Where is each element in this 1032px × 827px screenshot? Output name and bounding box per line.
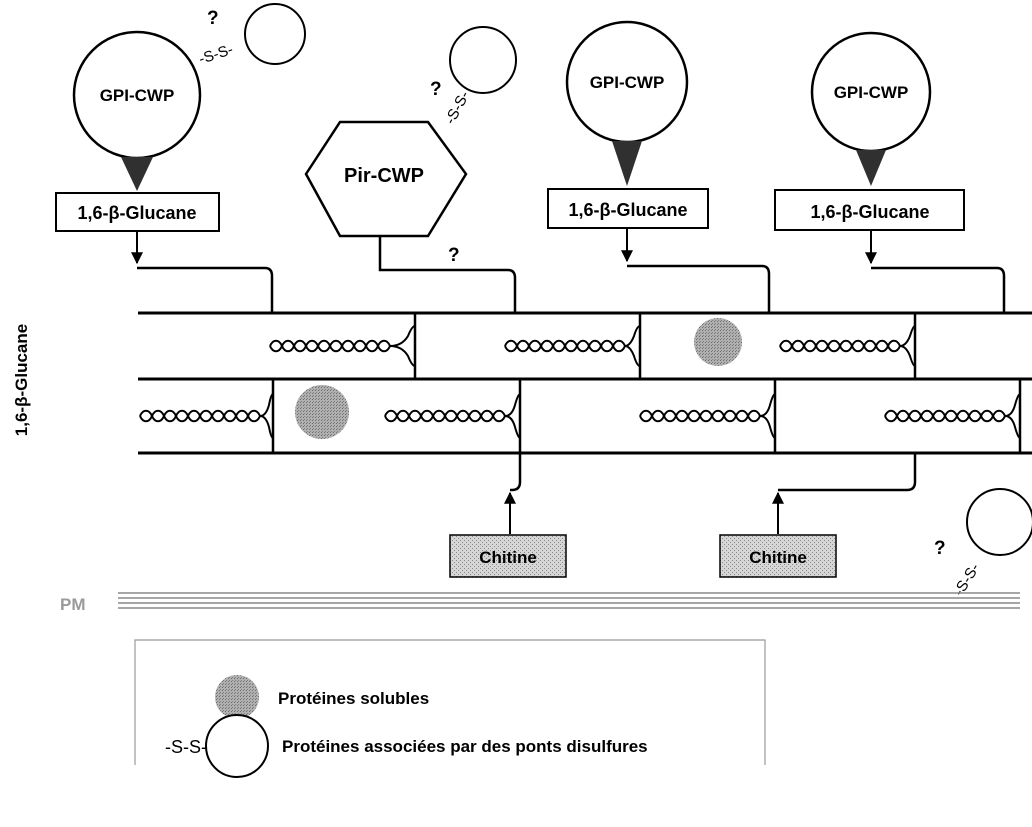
glucane-box-label-1: 1,6-β-Glucane	[77, 203, 196, 223]
soluble-protein-1	[694, 318, 742, 366]
legend-disulfide-label: Protéines associées par des ponts disulf…	[282, 737, 648, 756]
gpi-cwp-label-1: GPI-CWP	[100, 86, 175, 105]
disulfide-protein-3: ? -S-S-	[934, 488, 1032, 599]
chitine-label-2: Chitine	[749, 548, 807, 567]
question-mark-3: ?	[448, 245, 460, 266]
gpi-cwp-protein-1: GPI-CWP	[72, 30, 202, 191]
soluble-protein-2	[295, 385, 349, 439]
glucane-box-3: 1,6-β-Glucane	[774, 189, 965, 231]
glucane-box-label-3: 1,6-β-Glucane	[810, 202, 929, 222]
legend-soluble-swatch	[215, 675, 259, 719]
gpi-cwp-protein-2: GPI-CWP	[565, 20, 689, 186]
disulfide-bond-1: -S-S-	[197, 41, 236, 68]
glucane-box-2: 1,6-β-Glucane	[547, 188, 709, 229]
legend-disulfide-swatch	[205, 714, 269, 778]
pir-cwp-protein: Pir-CWP	[304, 120, 468, 238]
chitine-box-1: Chitine	[449, 534, 567, 578]
gpi-cwp-label-3: GPI-CWP	[834, 83, 909, 102]
chitine-label-1: Chitine	[479, 548, 537, 567]
gpi-cwp-label-2: GPI-CWP	[590, 73, 665, 92]
disulfide-protein-2: ? -S-S-	[430, 26, 517, 127]
disulfide-protein-1: ? -S-S-	[197, 3, 306, 68]
glucane-axis-label: 1,6-β-Glucane	[12, 324, 31, 436]
legend-soluble-label: Protéines solubles	[278, 689, 429, 708]
legend-disulfide-symbol: -S-S-	[165, 737, 207, 757]
gpi-cwp-protein-3: GPI-CWP	[810, 31, 932, 186]
glucan-backbone	[138, 311, 1032, 455]
question-mark-4: ?	[934, 538, 946, 559]
pir-cwp-label: Pir-CWP	[344, 165, 424, 187]
glucane-box-label-2: 1,6-β-Glucane	[568, 200, 687, 220]
plasma-membrane	[118, 592, 1020, 609]
chitin-coils-lower	[139, 393, 1021, 439]
chitin-coils-upper	[269, 325, 916, 367]
disulfide-bond-2: -S-S-	[442, 88, 473, 127]
pm-label: PM	[60, 595, 86, 614]
question-mark-1: ?	[207, 8, 219, 29]
chitine-box-2: Chitine	[719, 534, 837, 578]
layer-connectors	[271, 313, 1022, 453]
question-mark-2: ?	[430, 79, 442, 100]
legend: Protéines solubles -S-S- Protéines assoc…	[134, 639, 766, 778]
glucane-box-1: 1,6-β-Glucane	[55, 192, 220, 232]
